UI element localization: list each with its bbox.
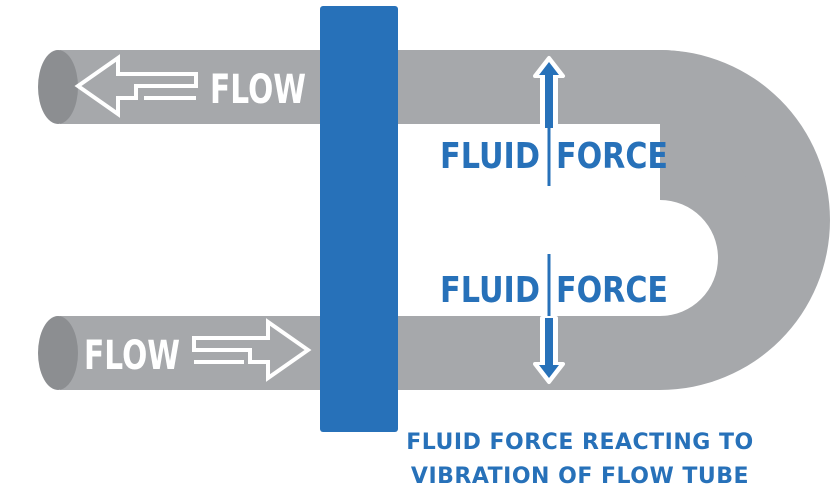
fluid-force-top-left: FLUID — [440, 136, 540, 177]
fluid-force-bottom-left: FLUID — [440, 270, 540, 311]
fluid-force-bottom-right: FORCE — [556, 270, 668, 311]
bottom-tube-end — [38, 316, 78, 390]
u-flow-tube-body — [660, 50, 830, 390]
caption-line-1: FLUID FORCE REACTING TO — [406, 430, 754, 455]
force-down-arrow-icon — [533, 254, 565, 384]
support-bar — [320, 6, 398, 432]
flow-bottom-label: FLOW — [84, 333, 180, 379]
flow-left-arrow-icon — [74, 54, 198, 118]
caption-line-2: VIBRATION OF FLOW TUBE — [410, 464, 750, 489]
flow-right-arrow-icon — [192, 318, 312, 382]
flow-top-label: FLOW — [210, 67, 306, 113]
force-up-arrow-icon — [533, 56, 565, 186]
top-tube-end — [38, 50, 78, 124]
fluid-force-top-right: FORCE — [556, 136, 668, 177]
